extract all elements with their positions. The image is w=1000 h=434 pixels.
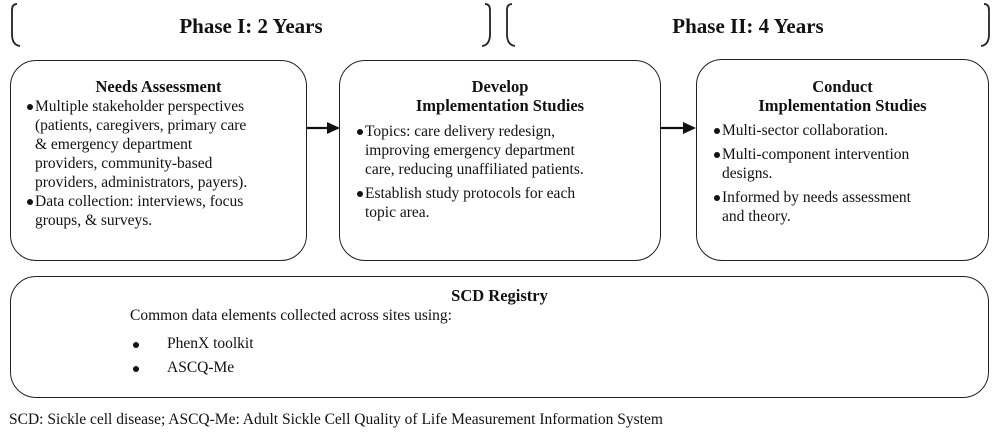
scd-registry-box: SCD Registry Common data elements collec… [10,276,989,398]
arrow-right-icon [307,122,340,134]
list-item: Data collection: interviews, focus group… [27,192,300,230]
footnote: SCD: Sickle cell disease; ASCQ-Me: Adult… [9,411,663,428]
arrow-right-icon [661,122,696,134]
conduct-studies-title: Conduct Implementation Studies [758,77,927,115]
develop-studies-box: Develop Implementation Studies Topics: c… [339,60,661,261]
bullet-icon [133,366,139,372]
needs-assessment-bullets: Multiple stakeholder perspectives (patie… [27,97,300,230]
bullet-icon [133,342,139,348]
needs-assessment-title: Needs Assessment [95,77,222,96]
list-item: Establish study protocols for each topic… [357,184,654,222]
list-item: Topics: care delivery redesign, improvin… [357,122,654,179]
develop-studies-title: Develop Implementation Studies [415,77,585,115]
scd-registry-intro: Common data elements collected across si… [130,307,452,324]
scd-registry-title: SCD Registry [451,286,548,305]
list-item: PhenX toolkit [133,335,333,355]
phase-2-brace [506,3,990,47]
list-item: Multi-sector collaboration. [714,121,982,140]
conduct-studies-bullets: Multi-sector collaboration. Multi-compon… [714,121,982,226]
conduct-studies-box: Conduct Implementation Studies Multi-sec… [696,59,989,261]
list-item: Multi-component intervention designs. [714,145,982,183]
develop-studies-bullets: Topics: care delivery redesign, improvin… [357,122,654,222]
list-item: Informed by needs assessment and theory. [714,188,982,226]
phase-1-label: Phase I: 2 Years [179,14,323,38]
phase-braces [11,3,990,47]
phase-2-label: Phase II: 4 Years [672,14,824,38]
list-item: Multiple stakeholder perspectives (patie… [27,97,300,192]
list-item: ASCQ-Me [133,359,333,379]
phase-1-brace [11,3,491,47]
needs-assessment-box: Needs Assessment Multiple stakeholder pe… [10,60,307,261]
